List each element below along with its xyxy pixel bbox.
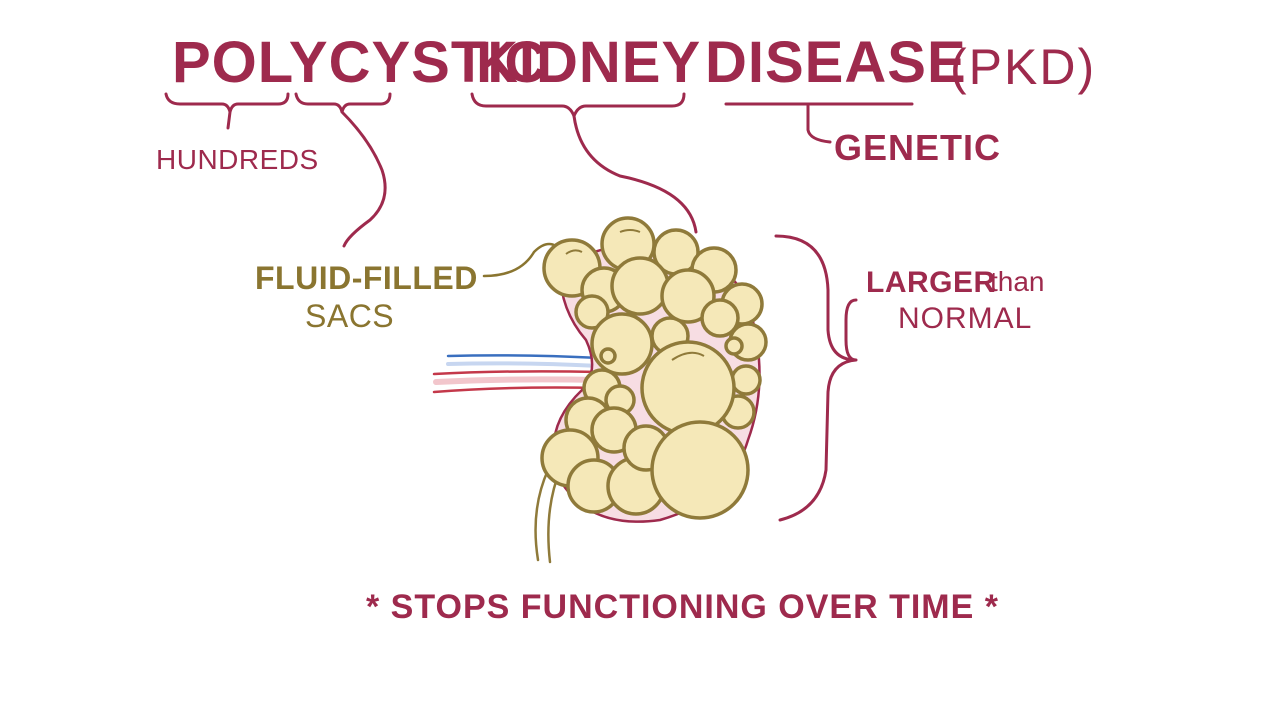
polycystic-kidney-illustration: [540, 216, 768, 523]
label-normal: NORMAL: [898, 302, 1033, 335]
connector-sacs: [340, 110, 387, 248]
bracket-kidney: [470, 92, 686, 121]
label-hundreds: HUNDREDS: [156, 144, 319, 175]
label-larger: LARGER: [866, 266, 996, 299]
bracket-larger: [774, 234, 857, 522]
label-sacs: SACS: [305, 298, 395, 334]
title-word-disease: DISEASE: [705, 30, 967, 95]
connector-fluid-filled: [482, 242, 558, 278]
title-abbreviation: (PKD): [950, 39, 1097, 95]
connector-larger: [844, 298, 858, 362]
footer-note: * STOPS FUNCTIONING OVER TIME *: [366, 588, 999, 626]
title-word-polycystic: POLYCYSTIC: [172, 30, 548, 95]
renal-vessels: [432, 354, 603, 394]
label-genetic: GENETIC: [834, 127, 1002, 168]
title-brackets: [164, 92, 914, 522]
label-fluid-filled: FLUID-FILLED: [255, 260, 478, 296]
title-word-kidney: KIDNEY: [476, 30, 702, 95]
connector-kidney: [572, 114, 698, 234]
connector-hundreds: [226, 110, 232, 130]
bracket-poly: [164, 92, 290, 113]
bracket-cystic: [294, 92, 392, 113]
connector-genetic: [806, 104, 832, 144]
label-than: than: [990, 266, 1045, 297]
